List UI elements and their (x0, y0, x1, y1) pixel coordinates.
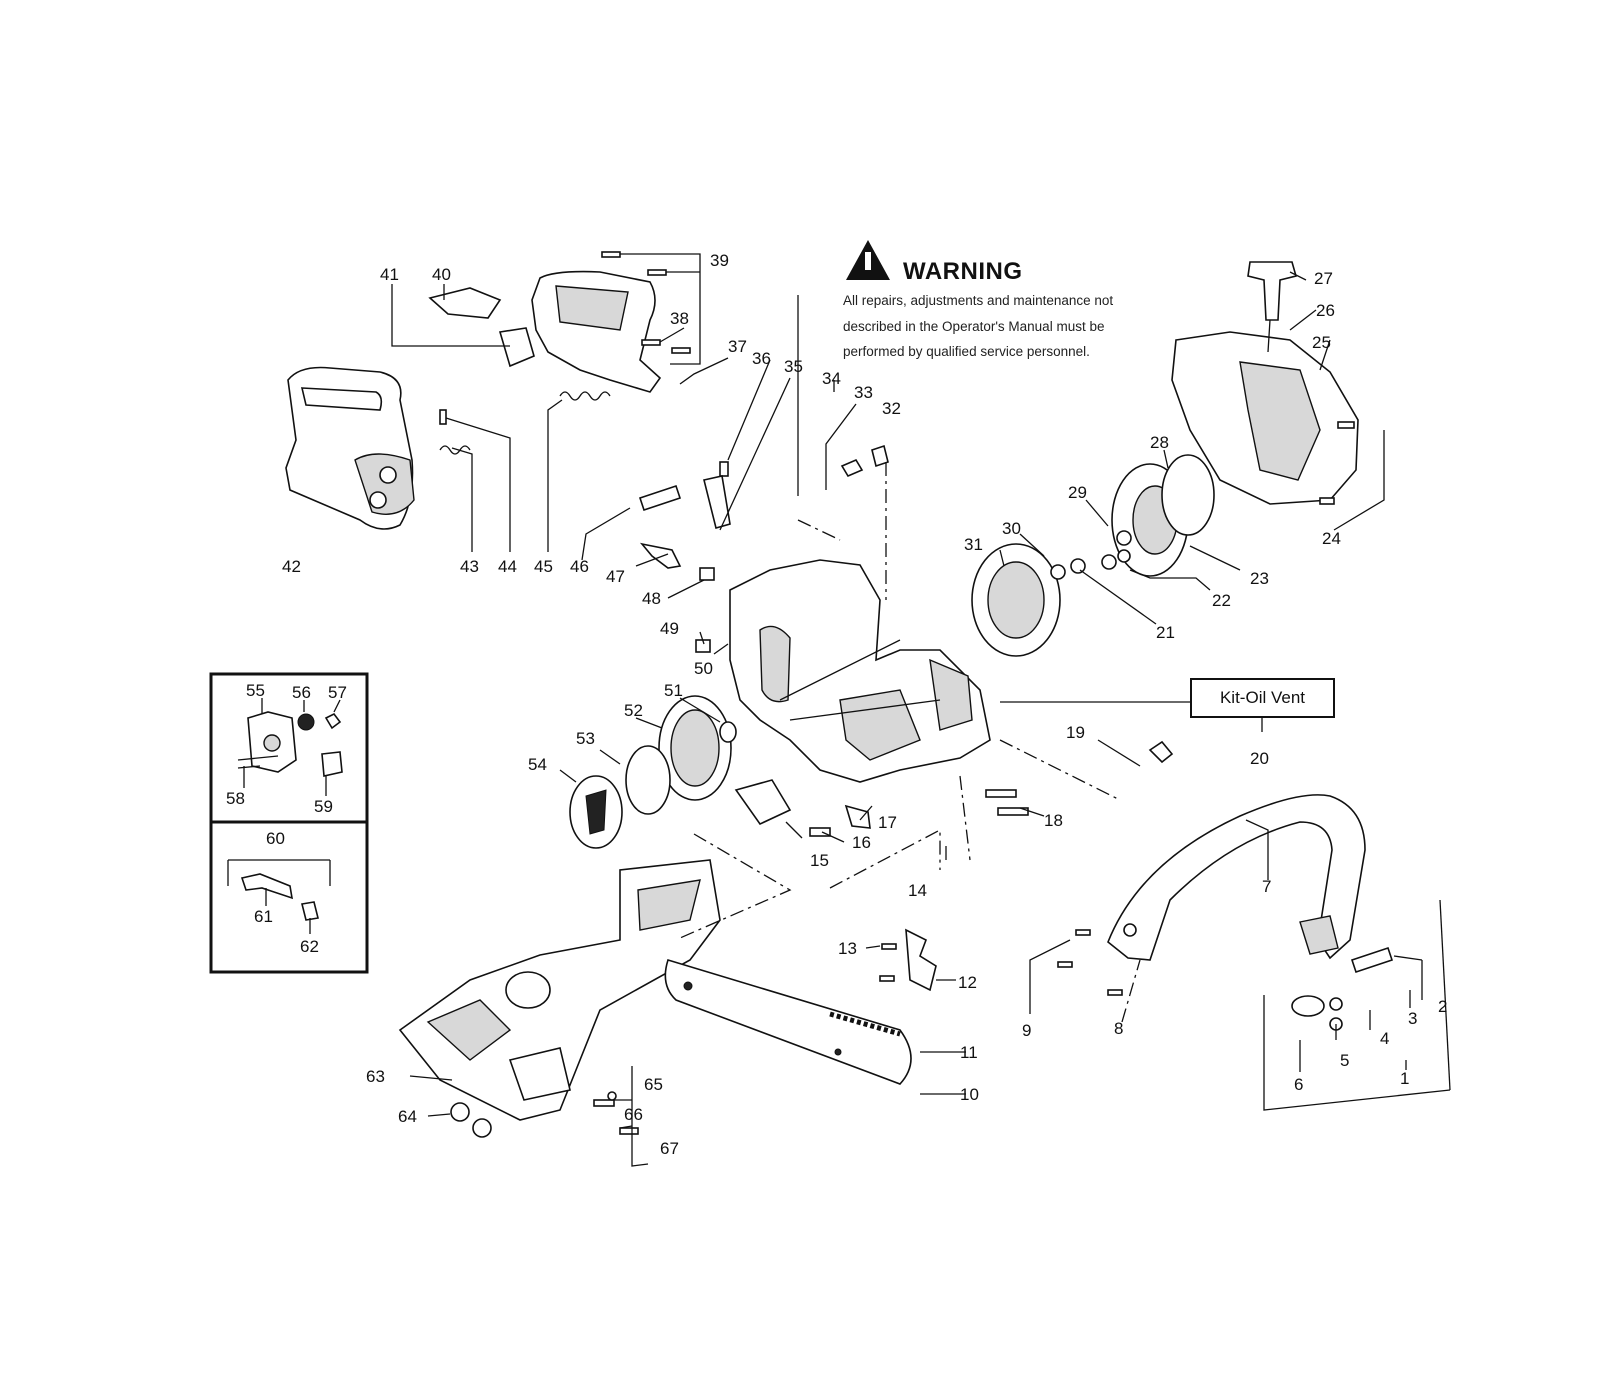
part-number: 9 (1022, 1021, 1031, 1040)
part-number: 37 (728, 337, 747, 356)
part-number: 35 (784, 357, 803, 376)
part-number: 11 (960, 1043, 978, 1062)
leader-lines (243, 253, 1423, 1167)
part-number: 25 (1312, 333, 1331, 352)
part-number: 18 (1044, 811, 1063, 830)
part-number: 45 (534, 557, 553, 576)
part-number: 55 (246, 681, 265, 700)
part-number: 59 (314, 797, 333, 816)
part-number: 47 (606, 567, 625, 586)
warning-text-line: described in the Operator's Manual must … (843, 319, 1105, 334)
part-number: 52 (624, 701, 643, 720)
part-number: 57 (328, 683, 347, 702)
part-number: 16 (852, 833, 871, 852)
side-cover (398, 859, 721, 1138)
part-number: 41 (380, 265, 399, 284)
part-number: 38 (670, 309, 689, 328)
part-number: 42 (282, 557, 301, 576)
handle-mount-parts (1263, 899, 1451, 1111)
part-number: 60 (266, 829, 285, 848)
part-number: 10 (960, 1085, 979, 1104)
part-number: 2 (1438, 997, 1447, 1016)
warning-text-line: performed by qualified service personnel… (843, 344, 1090, 359)
part-number: 30 (1002, 519, 1021, 538)
part-number: 22 (1212, 591, 1231, 610)
part-number: 3 (1408, 1009, 1417, 1028)
part-number: 66 (624, 1105, 643, 1124)
part-number: 54 (528, 755, 547, 774)
part-number: 46 (570, 557, 589, 576)
part-number: 12 (958, 973, 977, 992)
part-number: 39 (710, 251, 729, 270)
part-number: 8 (1114, 1019, 1123, 1038)
part-number: 23 (1250, 569, 1269, 588)
part-number: 64 (398, 1107, 417, 1126)
part-number: 28 (1150, 433, 1169, 452)
part-number: 62 (300, 937, 319, 956)
part-number: 48 (642, 589, 661, 608)
guide-bar (664, 959, 912, 1085)
part-number: 17 (878, 813, 897, 832)
part-number: 51 (664, 681, 683, 700)
part-number: 31 (964, 535, 983, 554)
part-number: 56 (292, 683, 311, 702)
part-number: 65 (644, 1075, 663, 1094)
front-handle (1107, 794, 1366, 961)
part-number: 21 (1156, 623, 1175, 642)
warning-triangle-icon (846, 240, 890, 280)
part-number: 24 (1322, 529, 1341, 548)
part-number: 33 (854, 383, 873, 402)
warning-text-line: All repairs, adjustments and maintenance… (843, 293, 1114, 308)
part-number-labels: 1 2 3 4 5 6 7 8 9 10 11 12 13 14 15 16 1… (226, 251, 1447, 1158)
part-number: 44 (498, 557, 517, 576)
part-number: 34 (822, 369, 841, 388)
part-number: 58 (226, 789, 245, 808)
part-number: 1 (1400, 1069, 1409, 1088)
kit-oil-vent-label: Kit-Oil Vent (1190, 678, 1335, 718)
warning-title: WARNING (903, 258, 1023, 285)
part-number: 40 (432, 265, 451, 284)
top-cover (428, 270, 662, 393)
starter-pulley (1111, 454, 1215, 577)
part-number: 36 (752, 349, 771, 368)
part-number: 7 (1262, 877, 1271, 896)
part-number: 26 (1316, 301, 1335, 320)
part-number: 5 (1340, 1051, 1349, 1070)
part-number: 63 (366, 1067, 385, 1086)
engine-housing (729, 559, 991, 783)
starter-housing (1171, 261, 1359, 505)
part-number: 14 (908, 881, 927, 900)
small-hardware (439, 251, 1355, 1135)
part-number: 15 (810, 851, 829, 870)
part-number: 20 (1250, 749, 1269, 768)
flywheel (971, 543, 1086, 657)
part-number: 4 (1380, 1029, 1389, 1048)
part-number: 61 (254, 907, 273, 926)
part-number: 29 (1068, 483, 1087, 502)
part-number: 53 (576, 729, 595, 748)
part-number: 19 (1066, 723, 1085, 742)
rear-handle (285, 366, 415, 530)
part-number: 43 (460, 557, 479, 576)
part-number: 67 (660, 1139, 679, 1158)
clutch-parts (569, 695, 737, 849)
part-number: 6 (1294, 1075, 1303, 1094)
part-number: 13 (838, 939, 857, 958)
part-number: 32 (882, 399, 901, 418)
part-number: 50 (694, 659, 713, 678)
part-number: 49 (660, 619, 679, 638)
inset-box-lower (209, 820, 369, 974)
part-number: 27 (1314, 269, 1333, 288)
